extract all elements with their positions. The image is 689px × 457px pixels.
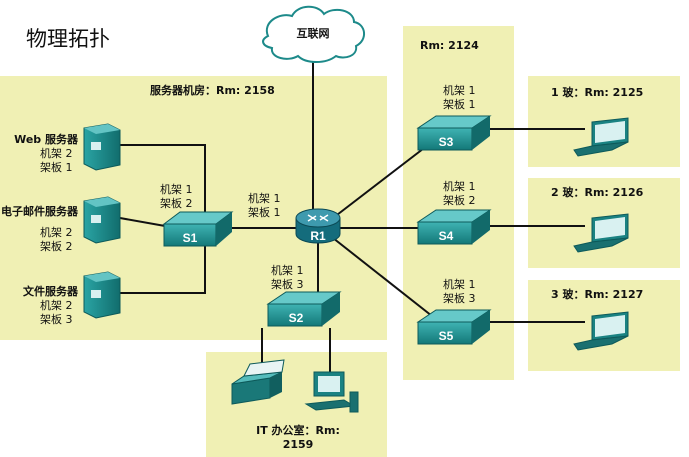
room-2127-label: 3 玻：Rm: 2127 [551,288,644,301]
s1-shelf: 架板 2 [160,197,193,210]
switch-s3-icon: S3 [416,115,492,151]
link-r1-s3 [332,141,433,219]
link-web-s1 [120,144,206,228]
rm2124-label: Rm: 2124 [420,39,479,52]
file-server-name: 文件服务器 [23,285,78,298]
file-server-rack: 机架 2 [40,299,73,312]
link-mail-s1 [119,217,166,227]
internet-cloud-icon [262,5,365,63]
web-server-name: Web 服务器 [14,133,78,146]
s3-rack: 机架 1 [443,84,476,97]
switch-s2-label: S2 [289,311,304,325]
it-office-label: IT 办公室：Rm: [256,424,340,437]
email-server-name: 电子邮件服务器 [1,205,78,218]
room-2126-label: 2 玻：Rm: 2126 [551,186,644,199]
switch-s4-icon: S4 [416,209,492,245]
link-file-s1 [120,240,206,294]
desktop-pc-icon [304,371,359,413]
s5-shelf: 架板 3 [443,292,476,305]
s4-shelf: 架板 2 [443,194,476,207]
laptop-room2-icon [573,213,629,253]
laptop-room1-icon [573,117,629,157]
email-server-rack: 机架 2 [40,226,73,239]
switch-s2-icon: S2 [266,291,342,327]
web-server-rack: 机架 2 [40,147,73,160]
switch-s1-label: S1 [183,231,198,245]
network-links [119,56,585,382]
room-2125-label: 1 玻：Rm: 2125 [551,86,644,99]
r1-shelf: 架板 1 [248,206,281,219]
r1-rack: 机架 1 [248,192,281,205]
server-room-label: 服务器机房：Rm: 2158 [150,84,275,97]
router-r1-label: R1 [310,229,326,243]
internet-label: 互联网 [296,27,330,40]
file-server-shelf: 架板 3 [40,313,73,326]
s4-rack: 机架 1 [443,180,476,193]
laptop-room3-icon [573,311,629,351]
s1-rack: 机架 1 [160,183,193,196]
email-server-icon [83,196,121,244]
email-server-shelf: 架板 2 [40,240,73,253]
switch-s5-label: S5 [439,329,454,343]
file-server-icon [83,271,121,319]
s2-shelf: 架板 3 [271,278,304,291]
switch-s3-label: S3 [439,135,454,149]
s2-rack: 机架 1 [271,264,304,277]
switch-s5-icon: S5 [416,309,492,345]
s3-shelf: 架板 1 [443,98,476,111]
web-server-icon [83,123,121,171]
page-title: 物理拓扑 [26,27,110,51]
web-server-shelf: 架板 1 [40,161,73,174]
router-r1-icon: R1 [295,208,341,244]
switch-s4-label: S4 [439,229,454,243]
it-office-room: 2159 [282,438,314,451]
switch-s1-icon: S1 [162,211,234,247]
link-r1-s5 [332,237,433,317]
printer-icon [231,359,285,405]
s5-rack: 机架 1 [443,278,476,291]
